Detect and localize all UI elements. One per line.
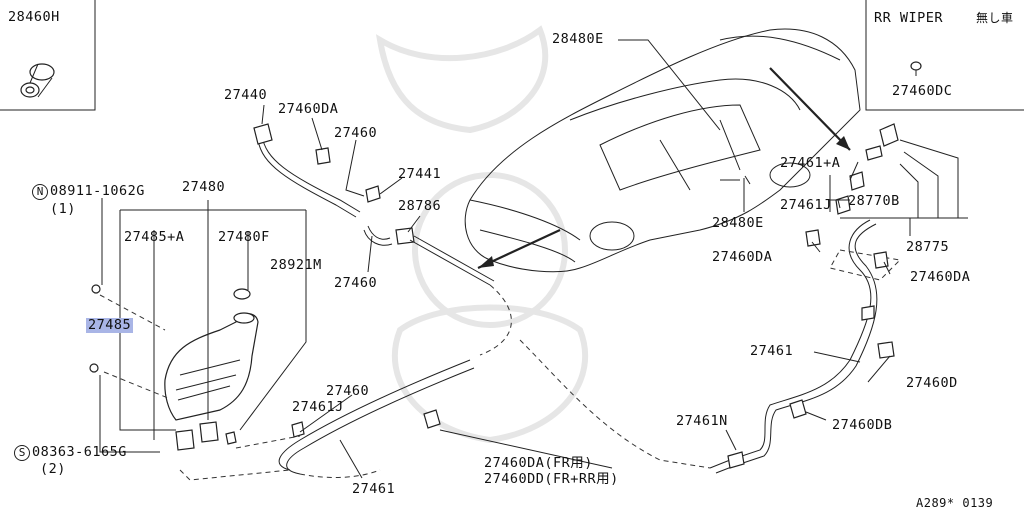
rr-wiper-note: 無し車: [976, 11, 1014, 25]
hose-27461-lower: [278, 359, 475, 475]
left-inset-frame: [0, 0, 96, 111]
prefix-s-icon: S: [14, 445, 30, 461]
clip-27460DC-icon: [910, 61, 922, 76]
label-27460DD: 27460DD(FR+RR用): [484, 471, 619, 487]
rr-wiper-title: RR WIPER: [874, 10, 944, 26]
prefix-n-icon: N: [32, 184, 48, 200]
label-27461N: 27461N: [676, 413, 728, 429]
hose-27461-rear: [709, 219, 895, 474]
label-28921M: 28921M: [270, 257, 322, 273]
label-27485A: 27485+A: [124, 229, 185, 245]
label-28786: 28786: [398, 198, 442, 214]
label-08363-qty: (2): [40, 461, 66, 477]
label-27461J-a: 27461J: [780, 197, 832, 213]
label-08911-1062G: 08911-1062G: [50, 183, 145, 199]
label-08363-6165G: 08363-6165G: [32, 444, 127, 460]
car-body-outline: [464, 28, 861, 273]
label-27461J-b: 27461J: [292, 399, 344, 415]
hood-nozzle-line: [409, 235, 495, 286]
label-27441: 27441: [398, 166, 442, 182]
rear-nozzle-components: [720, 123, 968, 269]
label-28775: 28775: [906, 239, 950, 255]
label-27461-b: 27461: [352, 481, 396, 497]
label-27480: 27480: [182, 179, 226, 195]
label-27461A: 27461+A: [780, 155, 841, 171]
washer-tank-27480: [89, 284, 259, 451]
leader-27460DA-fr: [439, 429, 613, 469]
label-27460DA-c: 27460DA: [910, 269, 971, 285]
hose-dashed-link: [479, 284, 512, 356]
tank-dashed-lines: [99, 294, 301, 481]
center-dashed-link: [519, 339, 711, 469]
arrow-head-hood: [478, 256, 494, 268]
grommet-28460H-icon: [20, 63, 55, 98]
watermark-emblem: [375, 25, 588, 444]
label-28480E-a: 28480E: [552, 31, 604, 47]
label-28460H: 28460H: [8, 9, 60, 25]
diagram-code: A289* 0139: [916, 496, 994, 510]
hose-27460-upper: [253, 123, 415, 246]
bolt-leader-lines: [99, 198, 160, 453]
leader-lines: [261, 39, 891, 479]
arrow-head-rear: [836, 136, 850, 150]
label-28480E-b: 28480E: [712, 215, 764, 231]
label-27460-a: 27460: [334, 125, 378, 141]
right-inset-frame: [865, 0, 1024, 111]
tank-group-bracket: [119, 200, 307, 440]
label-27460D: 27460D: [906, 375, 958, 391]
label-27460-b: 27460: [334, 275, 378, 291]
label-27460DA-a: 27460DA: [278, 101, 339, 117]
label-27460DB: 27460DB: [832, 417, 893, 433]
label-27460DA-fr: 27460DA(FR用): [484, 455, 593, 471]
lower-dashed-link: [299, 469, 381, 478]
arrow-to-rear: [769, 67, 851, 151]
label-08911-qty: (1): [50, 201, 76, 217]
label-27480F: 27480F: [218, 229, 270, 245]
label-28770B: 28770B: [848, 193, 900, 209]
label-27460DA-b: 27460DA: [712, 249, 773, 265]
label-27485-highlighted[interactable]: 27485: [86, 317, 134, 333]
label-27460DC: 27460DC: [892, 83, 953, 99]
label-27460-c: 27460: [326, 383, 370, 399]
label-27461-a: 27461: [750, 343, 794, 359]
label-27440: 27440: [224, 87, 268, 103]
